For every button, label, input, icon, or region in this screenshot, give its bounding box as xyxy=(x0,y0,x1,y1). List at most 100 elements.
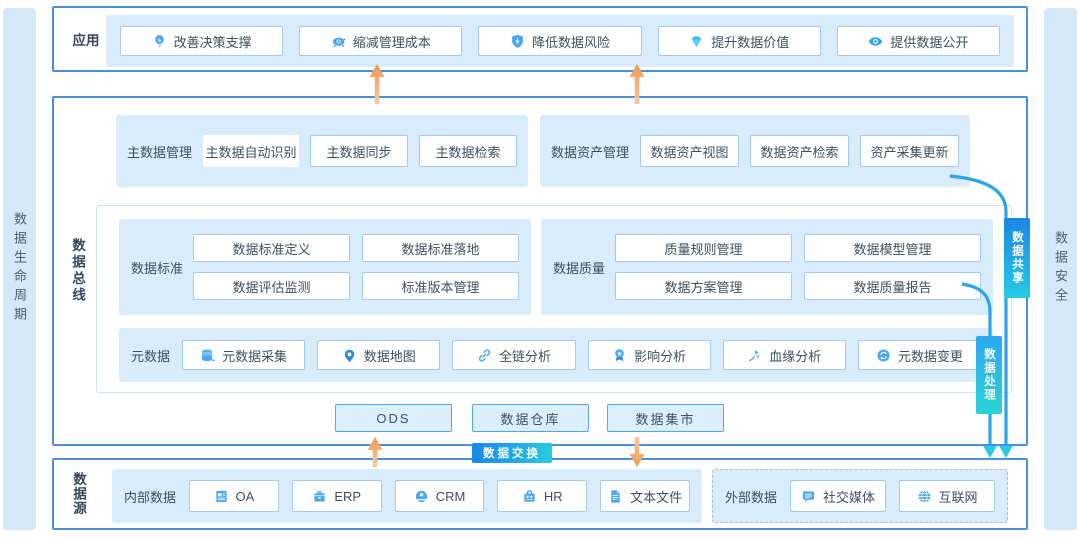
piggy-bank-icon xyxy=(331,34,346,49)
data-model-button[interactable]: 数据模型管理 xyxy=(804,234,981,262)
data-quality-panel: 数据质量 质量规则管理 数据模型管理 数据方案管理 数据质量报告 xyxy=(541,219,993,315)
metadata-collect-button[interactable]: 元数据采集 xyxy=(182,340,306,370)
app-button-label: 改善决策支撑 xyxy=(173,34,252,50)
application-panel: 改善决策支撑 缩减管理成本 降低数据风险 提升数据价值 提供数据公开 xyxy=(106,15,1014,67)
diamond-icon xyxy=(689,34,704,49)
database-icon xyxy=(200,348,215,363)
standard-version-button[interactable]: 标准版本管理 xyxy=(362,272,519,300)
app-button-reduce-cost[interactable]: 缩减管理成本 xyxy=(299,26,463,56)
app-button-reduce-risk[interactable]: 降低数据风险 xyxy=(478,26,642,56)
source-button-label: OA xyxy=(235,488,255,504)
oa-button[interactable]: OA xyxy=(189,480,279,512)
app-button-raise-value[interactable]: 提升数据价值 xyxy=(657,26,821,56)
external-data-panel: 外部数据 社交媒体 互联网 xyxy=(712,469,1008,523)
asset-collect-update-button[interactable]: 资产采集更新 xyxy=(860,135,960,167)
asset-view-button[interactable]: 数据资产视图 xyxy=(640,135,740,167)
map-pin-icon xyxy=(342,348,357,363)
governance-label: 数据总线 xyxy=(70,238,85,304)
lineage-analysis-button[interactable]: 血缘分析 xyxy=(722,340,846,370)
quality-plan-button[interactable]: 数据方案管理 xyxy=(615,272,792,300)
eye-icon xyxy=(868,34,883,49)
source-button-label: ERP xyxy=(334,488,362,504)
crm-badge-icon xyxy=(414,489,429,504)
lifecycle-label: 数据生命周期 xyxy=(12,212,27,326)
data-quality-label: 数据质量 xyxy=(553,260,606,276)
data-standard-grid: 数据标准定义 数据标准落地 数据评估监测 标准版本管理 xyxy=(193,234,519,300)
data-exchange-tag: 数据交换 xyxy=(472,443,552,463)
data-asset-panel: 数据资产管理 数据资产视图 数据资产检索 资产采集更新 xyxy=(540,115,970,187)
metadata-button-label: 影响分析 xyxy=(634,348,687,364)
app-button-improve-decision[interactable]: 改善决策支撑 xyxy=(120,26,284,56)
data-standard-label: 数据标准 xyxy=(131,260,184,276)
master-data-auto-identify-button[interactable]: 主数据自动识别 xyxy=(203,135,300,167)
chain-link-icon xyxy=(477,348,492,363)
data-asset-label: 数据资产管理 xyxy=(551,144,630,160)
external-data-label: 外部数据 xyxy=(725,489,778,505)
governance-section: 数据总线 主数据管理 主数据自动识别 主数据同步 主数据检索 数据资产管理 数据… xyxy=(52,96,1028,446)
application-section: 应用 改善决策支撑 缩减管理成本 降低数据风险 提升数据价值 提供数据公开 xyxy=(52,6,1028,72)
security-label: 数据安全 xyxy=(1053,231,1068,307)
data-quality-grid: 质量规则管理 数据模型管理 数据方案管理 数据质量报告 xyxy=(615,234,981,300)
metadata-change-button[interactable]: 元数据变更 xyxy=(857,340,982,370)
oa-doc-icon xyxy=(214,489,229,504)
source-button-label: 社交媒体 xyxy=(823,489,876,505)
app-button-label: 缩减管理成本 xyxy=(352,34,431,50)
data-map-button[interactable]: 数据地图 xyxy=(317,340,441,370)
metadata-label: 元数据 xyxy=(131,348,171,364)
app-button-label: 提升数据价值 xyxy=(711,34,790,50)
app-button-label: 提供数据公开 xyxy=(890,34,969,50)
ods-box[interactable]: ODS xyxy=(335,404,452,432)
globe-icon xyxy=(917,489,932,504)
internal-data-panel: 内部数据 OA ERP CRM HR 文本文件 xyxy=(112,469,702,523)
standard-implement-button[interactable]: 数据标准落地 xyxy=(362,234,519,262)
quality-rule-button[interactable]: 质量规则管理 xyxy=(615,234,792,262)
hr-button[interactable]: HR xyxy=(497,480,588,512)
quality-report-button[interactable]: 数据质量报告 xyxy=(804,272,981,300)
medal-icon xyxy=(612,348,627,363)
asset-search-button[interactable]: 数据资产检索 xyxy=(750,135,850,167)
source-button-label: 互联网 xyxy=(938,489,978,505)
text-file-button[interactable]: 文本文件 xyxy=(600,480,690,512)
metadata-button-label: 元数据变更 xyxy=(897,348,963,364)
source-button-label: CRM xyxy=(435,488,466,504)
standard-quality-metadata-panel: 数据标准 数据标准定义 数据标准落地 数据评估监测 标准版本管理 数据质量 质量… xyxy=(96,205,1012,393)
metadata-panel: 元数据 元数据采集 数据地图 全链分析 影响分析 xyxy=(119,328,993,382)
app-button-open-data[interactable]: 提供数据公开 xyxy=(836,26,1001,56)
metadata-button-label: 血缘分析 xyxy=(769,348,822,364)
source-button-label: HR xyxy=(543,488,563,504)
security-sidebar: 数据安全 xyxy=(1044,8,1077,530)
metadata-button-label: 全链分析 xyxy=(498,348,551,364)
metadata-button-label: 数据地图 xyxy=(363,348,416,364)
hr-people-icon xyxy=(522,489,537,504)
social-media-button[interactable]: 社交媒体 xyxy=(790,480,887,512)
bulb-icon xyxy=(152,34,167,49)
shield-icon xyxy=(510,34,525,49)
internet-button[interactable]: 互联网 xyxy=(899,480,996,512)
data-processing-tag: 数据处理 xyxy=(976,336,1002,414)
data-mart-box[interactable]: 数据集市 xyxy=(607,404,724,432)
standard-evaluate-button[interactable]: 数据评估监测 xyxy=(193,272,350,300)
application-label: 应用 xyxy=(72,33,100,48)
data-sharing-tag: 数据共享 xyxy=(1004,218,1030,298)
chat-bubble-icon xyxy=(801,489,816,504)
master-data-label: 主数据管理 xyxy=(127,144,193,160)
refresh-circle-icon xyxy=(876,348,891,363)
data-source-label: 数据源 xyxy=(71,472,86,516)
app-button-label: 降低数据风险 xyxy=(532,34,611,50)
master-data-sync-button[interactable]: 主数据同步 xyxy=(310,135,409,167)
erp-box-icon xyxy=(312,489,327,504)
lifecycle-sidebar: 数据生命周期 xyxy=(3,8,36,530)
lineage-arrow-icon xyxy=(747,348,762,363)
full-chain-analysis-button[interactable]: 全链分析 xyxy=(452,340,576,370)
standard-define-button[interactable]: 数据标准定义 xyxy=(193,234,350,262)
metadata-button-label: 元数据采集 xyxy=(222,348,288,364)
internal-data-label: 内部数据 xyxy=(124,489,177,505)
data-warehouse-box[interactable]: 数据仓库 xyxy=(472,404,589,432)
impact-analysis-button[interactable]: 影响分析 xyxy=(587,340,711,370)
master-data-search-button[interactable]: 主数据检索 xyxy=(419,135,518,167)
erp-button[interactable]: ERP xyxy=(291,480,382,512)
master-data-panel: 主数据管理 主数据自动识别 主数据同步 主数据检索 xyxy=(116,115,528,187)
data-source-section: 数据源 内部数据 OA ERP CRM HR 文本文件 xyxy=(52,458,1028,530)
crm-button[interactable]: CRM xyxy=(394,480,485,512)
